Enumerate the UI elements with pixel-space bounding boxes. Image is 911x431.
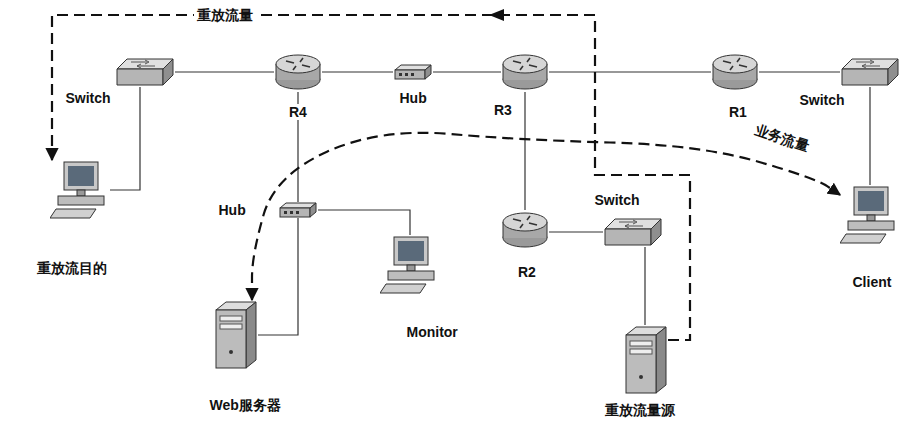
device-label: Switch (593, 192, 642, 208)
traffic-flow-arrow (252, 133, 840, 300)
device-label: Switch (798, 92, 847, 108)
device-label: Hub (398, 90, 429, 106)
network-link (524, 92, 525, 210)
network-link (322, 71, 393, 72)
network-link (759, 71, 840, 72)
hub-icon: Hub (393, 64, 433, 80)
network-link (869, 87, 870, 185)
server-icon: 重放流量源 (622, 325, 668, 395)
hub-icon-drawing (393, 64, 433, 80)
router-icon-drawing (711, 52, 759, 92)
server-icon-drawing (212, 300, 258, 370)
switch-icon-drawing (840, 57, 900, 87)
server-icon-drawing (622, 325, 668, 395)
network-link (258, 218, 298, 335)
device-label: Web服务器 (208, 397, 283, 413)
network-link (175, 71, 274, 72)
router-icon: R3 (501, 52, 549, 92)
device-label: Monitor (405, 324, 460, 340)
hub-icon-drawing (278, 202, 318, 218)
device-label: 重放流量源 (603, 402, 677, 418)
switch-icon: Switch (840, 57, 900, 87)
computer-icon-drawing (50, 160, 110, 220)
hub-icon: Hub (278, 202, 318, 218)
network-link (433, 71, 501, 72)
device-label: 重放流目的 (35, 260, 109, 276)
device-label: Client (851, 274, 894, 290)
router-icon-drawing (501, 210, 549, 250)
computer-icon-drawing (380, 235, 440, 295)
switch-icon-drawing (115, 57, 175, 87)
router-icon: R4 (274, 52, 322, 92)
computer-icon: Monitor (380, 235, 440, 295)
router-icon: R2 (501, 210, 549, 250)
router-icon: R1 (711, 52, 759, 92)
network-link (110, 87, 140, 190)
computer-icon: 重放流目的 (50, 160, 110, 220)
switch-icon: Switch (115, 57, 175, 87)
computer-icon: Client (840, 185, 900, 245)
network-link (644, 247, 645, 325)
computer-icon-drawing (840, 185, 900, 245)
device-label: Switch (64, 90, 113, 106)
flow-label: 业务流量 (750, 121, 814, 155)
device-label: R4 (287, 104, 309, 120)
switch-icon-drawing (603, 217, 663, 247)
network-link (549, 71, 711, 72)
network-link (549, 231, 603, 232)
router-icon-drawing (274, 52, 322, 92)
traffic-flow-arrow (52, 15, 690, 340)
device-label: R1 (727, 104, 749, 120)
router-icon-drawing (501, 52, 549, 92)
flow-label: 重放流量 (194, 7, 256, 23)
network-link (318, 210, 410, 235)
device-label: Hub (217, 202, 248, 218)
switch-icon: Switch (603, 217, 663, 247)
device-label: R3 (492, 102, 514, 118)
device-label: R2 (516, 264, 538, 280)
server-icon: Web服务器 (212, 300, 258, 370)
